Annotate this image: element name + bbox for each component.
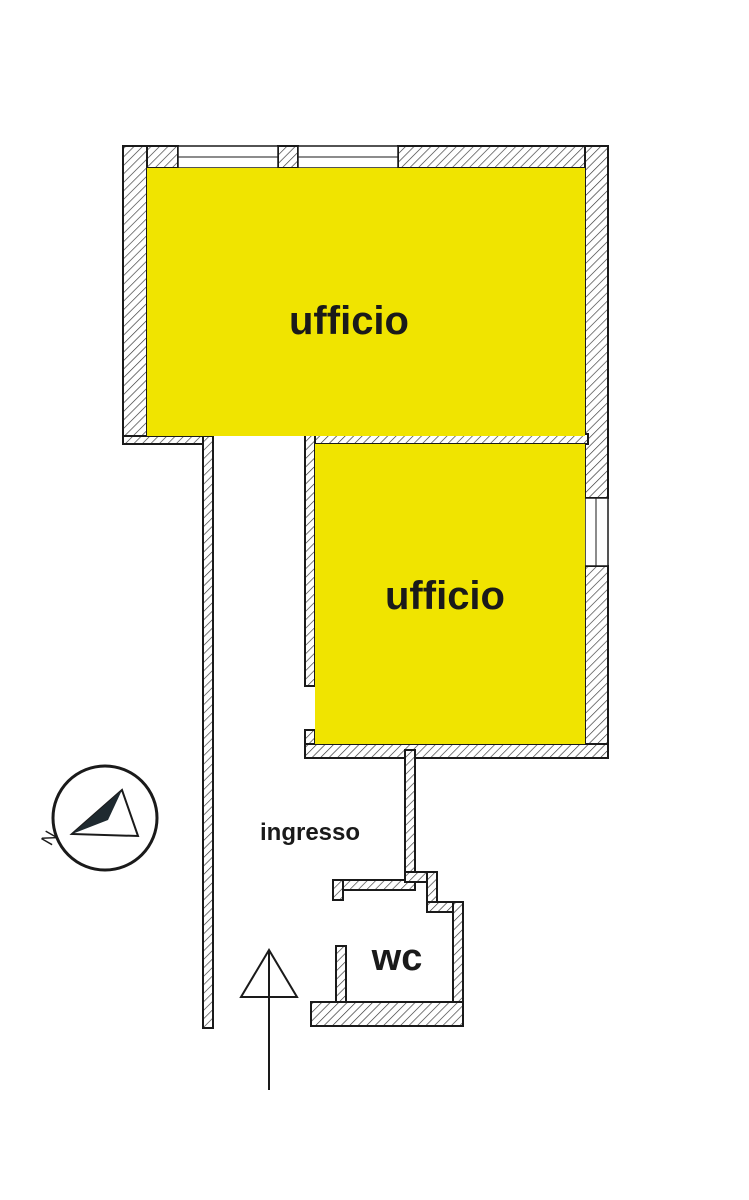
wall-wc-top-end xyxy=(332,879,344,901)
wc-label: wc xyxy=(371,937,423,979)
wall-wc-vertical xyxy=(404,749,416,881)
wall-top-mid xyxy=(277,145,299,169)
wall-corridor-left xyxy=(202,435,214,1029)
office-lower-label: ufficio xyxy=(385,574,505,618)
windows xyxy=(177,145,609,567)
compass-north-letter: N xyxy=(37,827,61,848)
wall-wc-top xyxy=(332,879,416,891)
office-upper-label: ufficio xyxy=(289,299,409,343)
wall-top-right xyxy=(397,145,609,169)
entrance-label: ingresso xyxy=(260,819,360,846)
room-office-lower xyxy=(315,444,585,744)
room-office-upper xyxy=(147,168,585,436)
wall-right-upper xyxy=(584,145,609,499)
wall-wc-bottom xyxy=(310,1001,464,1027)
wall-left-upper xyxy=(122,145,148,445)
wall-lower-office-left xyxy=(304,433,316,687)
wall-bottom-left-stub xyxy=(122,435,214,445)
wall-wc-inner-left xyxy=(335,945,347,1005)
entry-arrow-icon xyxy=(239,948,299,1090)
wall-lower-office-bottom xyxy=(304,743,609,759)
wall-right-lower xyxy=(584,565,609,759)
compass-north-icon: N xyxy=(37,764,159,872)
